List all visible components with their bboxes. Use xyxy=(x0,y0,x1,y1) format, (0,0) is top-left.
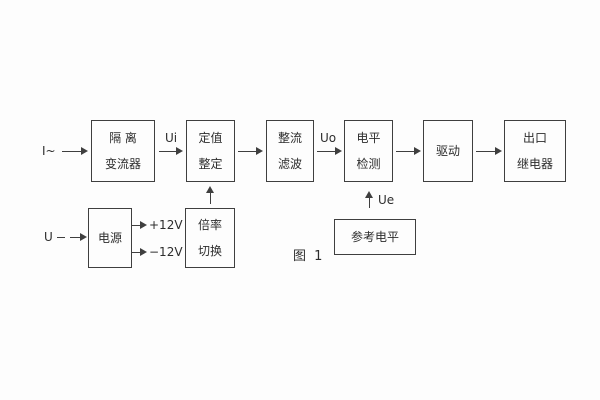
block-output-relay-line2: 继电器 xyxy=(516,157,553,171)
ue-signal-label: Ue xyxy=(378,193,395,207)
input-voltage-dash-icon xyxy=(57,237,65,238)
block-isolation-transformer-line1: 隔 离 xyxy=(109,131,137,145)
block-power-supply: 电源 xyxy=(88,208,132,268)
block-setpoint-setting: 定值 整定 xyxy=(186,120,235,182)
block-output-relay-line1: 出口 xyxy=(522,131,547,145)
uo-signal-label: Uo xyxy=(319,131,337,145)
block-isolation-transformer-line2: 变流器 xyxy=(104,157,141,171)
plus-12v-label: +12V xyxy=(149,218,183,232)
block-ratio-switch: 倍率 切换 xyxy=(185,208,235,268)
block-rectifier-filter: 整流 滤波 xyxy=(266,120,314,182)
block-isolation-transformer: 隔 离 变流器 xyxy=(91,120,155,182)
figure-caption: 图 1 xyxy=(293,249,325,264)
minus-12v-label: −12V xyxy=(149,245,183,259)
block-reference-level: 参考电平 xyxy=(334,219,416,255)
block-power-supply-line1: 电源 xyxy=(97,231,122,245)
block-level-detector-line2: 检测 xyxy=(356,157,381,171)
block-level-detector-line1: 电平 xyxy=(356,131,381,145)
block-setpoint-setting-line1: 定值 xyxy=(198,131,223,145)
block-setpoint-setting-line2: 整定 xyxy=(198,157,223,171)
input-current-label: I~ xyxy=(42,144,56,158)
block-ratio-switch-line2: 切换 xyxy=(197,244,222,258)
block-rectifier-filter-line1: 整流 xyxy=(277,131,302,145)
input-voltage-label: U xyxy=(44,230,53,244)
ui-signal-label: Ui xyxy=(164,131,178,145)
block-level-detector: 电平 检测 xyxy=(344,120,393,182)
block-rectifier-filter-line2: 滤波 xyxy=(277,157,302,171)
block-ratio-switch-line1: 倍率 xyxy=(197,218,222,232)
block-reference-level-line1: 参考电平 xyxy=(350,230,399,244)
block-output-relay: 出口 继电器 xyxy=(504,120,566,182)
block-driver-line1: 驱动 xyxy=(435,144,460,158)
block-driver: 驱动 xyxy=(423,120,473,182)
